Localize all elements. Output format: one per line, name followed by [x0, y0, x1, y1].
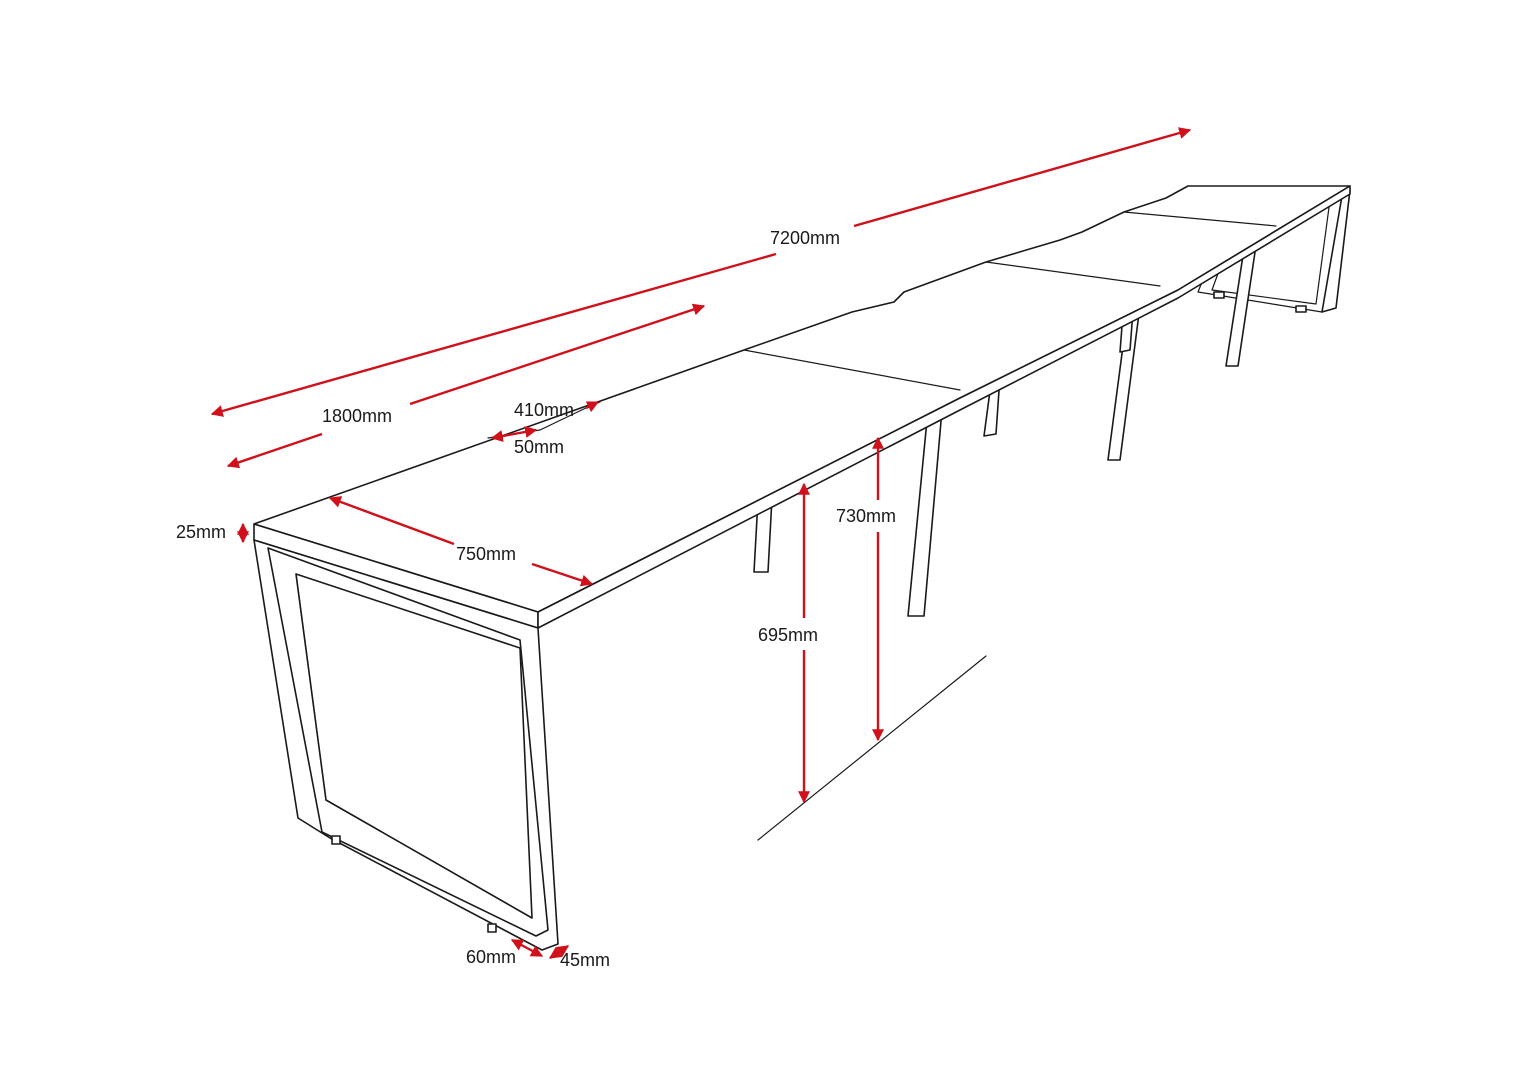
desk-seam	[985, 261, 1161, 287]
leg-depth-arrow	[549, 945, 569, 959]
desk-length-arrow	[409, 303, 706, 406]
desk-depth-arrow	[328, 496, 455, 546]
rear-foot	[1295, 305, 1307, 313]
dimension-labels: 7200mm 1800mm 410mm 50mm 750mm 25mm 730m…	[176, 228, 896, 970]
frame-foot	[487, 923, 497, 933]
rear-foot	[1213, 291, 1225, 299]
desk-seam	[743, 349, 961, 391]
label-leg-depth: 45mm	[560, 950, 610, 970]
label-desk-depth: 750mm	[456, 544, 516, 564]
total-length-arrow	[210, 252, 777, 417]
dimension-arrows	[210, 127, 1192, 959]
desktop-top-face	[253, 185, 1351, 613]
label-leg-width: 60mm	[466, 947, 516, 967]
slot-depth-arrow	[490, 426, 538, 442]
slot-width-arrow	[585, 400, 600, 413]
desktop-top	[253, 185, 1351, 629]
desk-depth-arrow	[531, 562, 594, 587]
leg	[907, 409, 943, 617]
label-slot-depth: 50mm	[514, 437, 564, 457]
desk-length-arrow	[226, 432, 323, 469]
label-top-thickness: 25mm	[176, 522, 226, 542]
label-total-length: 7200mm	[770, 228, 840, 248]
desk-seam	[1123, 211, 1277, 227]
label-slot-width: 410mm	[514, 400, 574, 420]
leg-width-arrow	[510, 938, 544, 958]
frame-foot	[331, 835, 341, 845]
floor-line	[757, 655, 987, 841]
front-end-frame	[253, 539, 559, 951]
label-desk-length: 1800mm	[322, 406, 392, 426]
label-height-frame: 695mm	[758, 625, 818, 645]
label-height-top: 730mm	[836, 506, 896, 526]
total-length-arrow	[853, 127, 1192, 228]
desktop-side-edge	[537, 185, 1351, 629]
